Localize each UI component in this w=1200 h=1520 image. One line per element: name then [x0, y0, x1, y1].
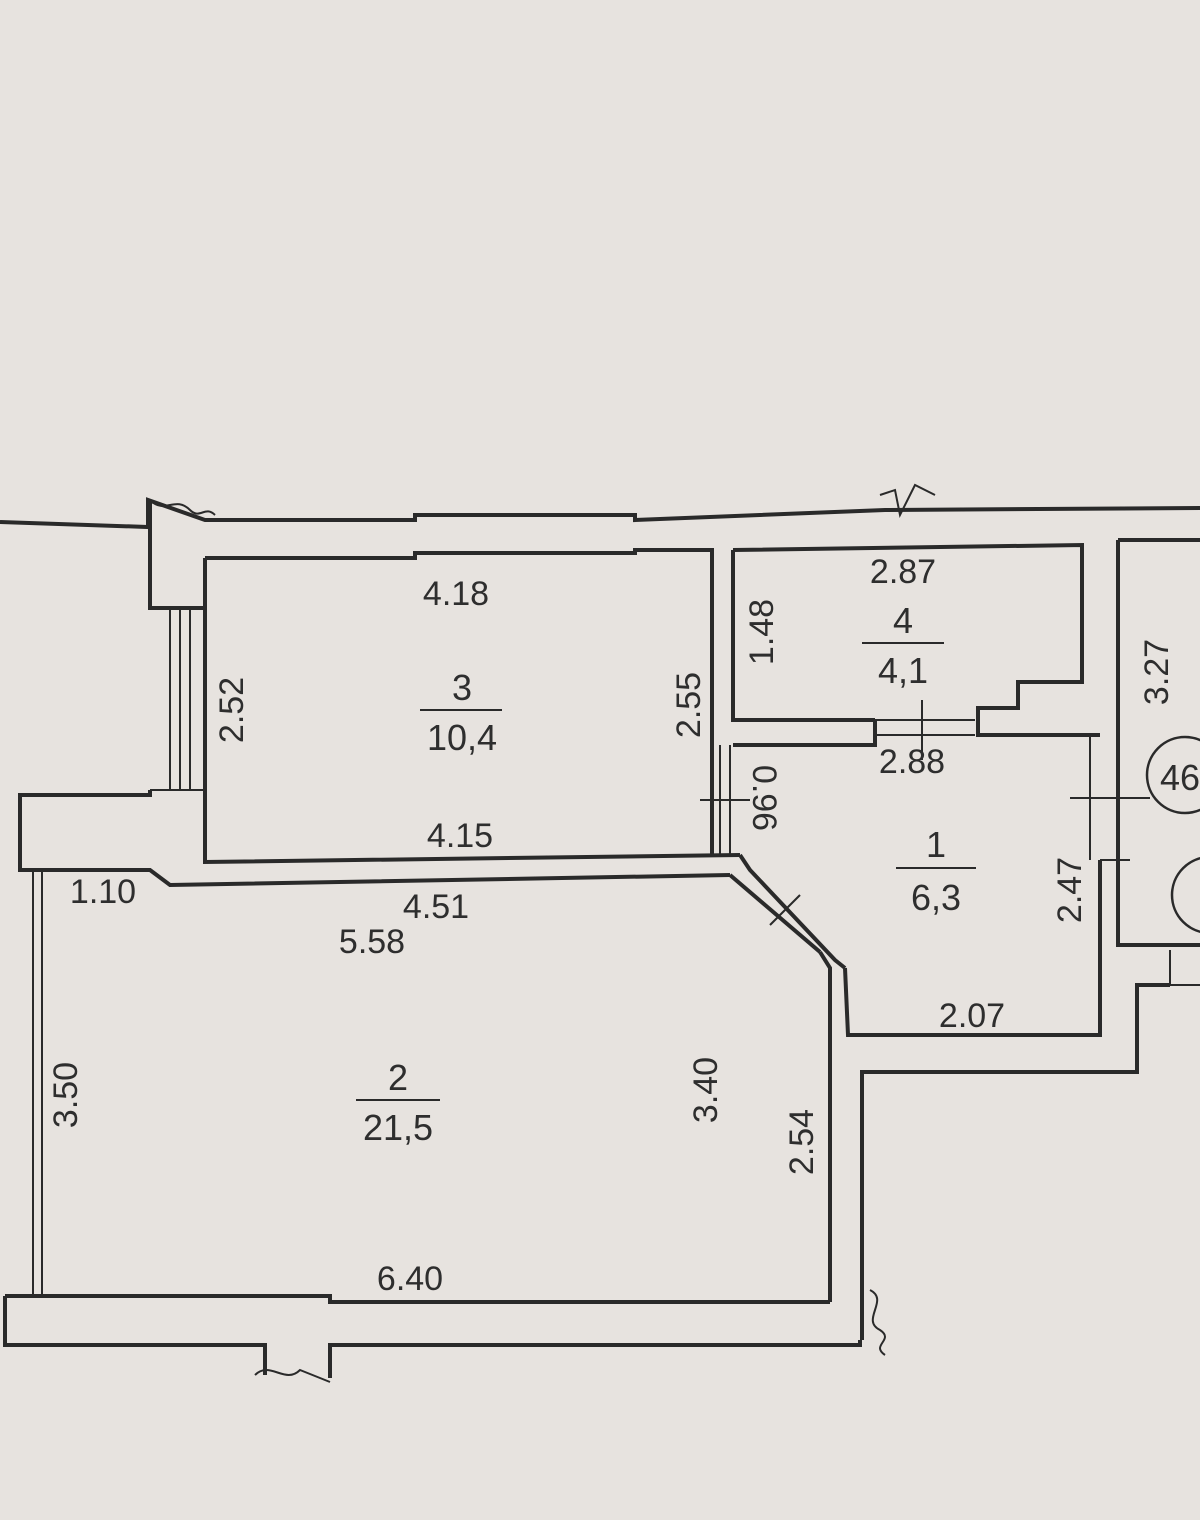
dim-1-10: 1.10	[70, 873, 136, 911]
room-number: 4	[893, 600, 913, 641]
dim-1-48: 1.48	[743, 599, 781, 665]
dim-5-58: 5.58	[339, 923, 405, 961]
dim-2-55: 2.55	[670, 672, 708, 738]
room-number: 3	[452, 667, 472, 708]
room-number: 2	[388, 1057, 408, 1098]
dim-2-47: 2.47	[1051, 857, 1089, 923]
dim-2-87: 2.87	[870, 553, 936, 591]
dim-3-40: 3.40	[687, 1057, 725, 1123]
room-3-label: 3 10,4	[420, 667, 502, 758]
dim-4-15: 4.15	[427, 817, 493, 855]
dim-3-27: 3.27	[1138, 639, 1176, 705]
dim-3-50: 3.50	[47, 1062, 85, 1128]
axis-markers: 46	[1145, 735, 1200, 933]
room-area: 6,3	[911, 877, 961, 918]
dim-4-18: 4.18	[423, 575, 489, 613]
room-4-walls	[731, 542, 1100, 760]
axis-marker-label: 46	[1160, 757, 1200, 798]
room-2-label: 2 21,5	[356, 1057, 440, 1148]
room-area: 4,1	[878, 650, 928, 691]
room-area: 10,4	[427, 717, 497, 758]
room-1-walls	[843, 735, 1150, 1037]
dim-2-07: 2.07	[939, 997, 1005, 1035]
wall-break-marks	[149, 483, 936, 1383]
room-area: 21,5	[363, 1107, 433, 1148]
room-2-walls	[40, 853, 847, 970]
room-4-label: 4 4,1	[862, 600, 944, 691]
room-1-label: 1 6,3	[896, 824, 976, 918]
dim-2-88: 2.88	[879, 743, 945, 781]
room-number: 1	[926, 824, 946, 865]
dim-0-96: 0.96	[745, 765, 783, 831]
room-3-walls	[203, 548, 750, 865]
outer-walls	[0, 497, 1200, 1378]
dim-2-54: 2.54	[783, 1109, 821, 1175]
dim-2-52: 2.52	[213, 677, 251, 743]
dim-4-51: 4.51	[403, 888, 469, 926]
dim-6-40: 6.40	[377, 1260, 443, 1298]
dimension-labels: 4.18 2.52 2.55 4.15 1.48 2.87 2.88 0.96 …	[47, 553, 1176, 1298]
